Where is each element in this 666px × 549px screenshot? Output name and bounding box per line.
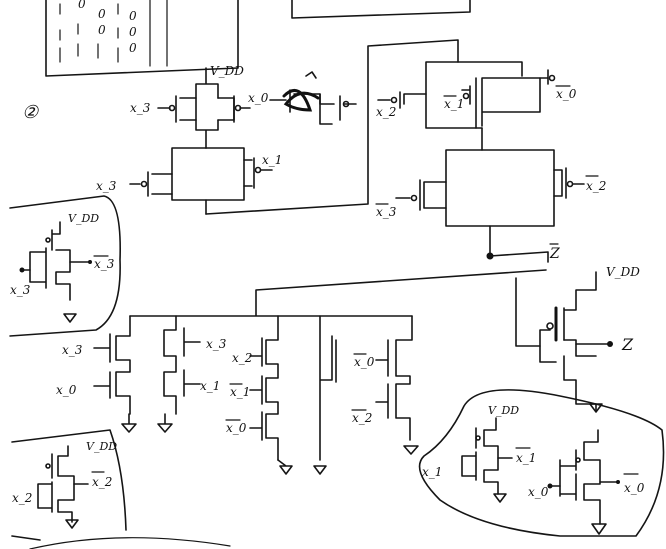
- inverter-x1-x0-box: V_DD x_1 x_1 x_0 x_0: [418, 389, 665, 537]
- svg-text:0: 0: [78, 0, 86, 11]
- scratched-transistor: [269, 71, 357, 125]
- nmos-col1-x0: x_0: [56, 383, 77, 397]
- nmos-col3-x1-bar: x_1: [230, 385, 250, 399]
- nmos-column-4: [313, 315, 337, 475]
- output-node-z-bar: Z: [549, 246, 560, 262]
- nmos-column-1: x_3 x_0: [56, 315, 137, 433]
- mid-left-in-x1: x_1: [262, 153, 282, 167]
- svg-text:0: 0: [129, 9, 137, 23]
- top-left-pmos-network: V_DD x_3 x_0: [130, 64, 357, 149]
- svg-text:0: 0: [129, 41, 137, 55]
- part-number-label: ②: [22, 102, 39, 123]
- output-inverter: V_DD Z: [515, 265, 640, 413]
- inverter-x3-box: V_DD x_3 x_3: [9, 195, 121, 337]
- inverter-x2-vdd: V_DD: [86, 440, 117, 453]
- top-right-pmos-network: x_2 x_1 x_0: [376, 61, 577, 151]
- vdd-label-top-left: V_DD: [210, 64, 244, 78]
- mid-right-in-x2-bar: x_2: [586, 179, 606, 193]
- bottom-arc: [29, 537, 231, 549]
- top-left-in-x0: x_0: [248, 91, 269, 105]
- nmos-col2-x1: x_1: [200, 379, 220, 393]
- mid-right-pmos-network: x_3 x_2 Z: [375, 149, 606, 263]
- mid-left-in-x3: x_3: [96, 179, 117, 193]
- nmos-col3-x0-bar: x_0: [226, 421, 247, 435]
- inverter-x3-out: x_3: [94, 257, 115, 271]
- mid-right-in-x3-bar: x_3: [376, 205, 397, 219]
- top-box-fragment: [291, 0, 471, 19]
- nmos-col2-x3: x_3: [206, 337, 227, 351]
- nmos-column-3: x_2 x_1 x_0: [225, 315, 293, 475]
- inverter-x2-out: x_2: [92, 475, 112, 489]
- mid-left-pmos-network: x_3 x_1: [96, 39, 459, 215]
- truth-table-fragment: 0 0 0 0 0 0: [45, 0, 239, 77]
- svg-text:0: 0: [98, 23, 106, 37]
- inverter-x1-out: x_1: [516, 451, 536, 465]
- inverter-x1-in: x_1: [422, 465, 442, 479]
- nmos-col1-x3: x_3: [62, 343, 83, 357]
- nmos-col3-x2: x_2: [232, 351, 252, 365]
- svg-text:0: 0: [98, 7, 106, 21]
- output-inverter-vdd: V_DD: [606, 265, 640, 279]
- svg-text:0: 0: [129, 25, 137, 39]
- nmos-column-5: x_0 x_2: [351, 315, 419, 455]
- top-left-in-x3: x_3: [130, 101, 151, 115]
- inverter-x0-out: x_0: [624, 481, 645, 495]
- nmos-col5-x2-bar: x_2: [352, 411, 372, 425]
- truth-table-zeros: 0 0 0 0 0 0: [78, 0, 137, 55]
- inverter-x1-vdd: V_DD: [488, 404, 519, 417]
- inverter-x0-in: x_0: [528, 485, 549, 499]
- nmos-pulldown-network: x_3 x_0 x_3 x_1 x_2 x_1 x_0: [56, 269, 547, 475]
- inverter-x2-in: x_2: [12, 491, 32, 505]
- inverter-x3-vdd: V_DD: [68, 212, 99, 225]
- inverter-x3-in: x_3: [10, 283, 31, 297]
- nmos-col5-x0-bar: x_0: [354, 355, 375, 369]
- top-right-in-x1-bar: x_1: [444, 97, 464, 111]
- top-right-in-x2: x_2: [376, 105, 396, 119]
- output-z-label: Z: [621, 335, 634, 354]
- top-right-in-x0-bar: x_0: [556, 87, 577, 101]
- nmos-column-2: x_3 x_1: [157, 315, 227, 433]
- inverter-x2-box: V_DD x_2 x_2: [11, 429, 127, 541]
